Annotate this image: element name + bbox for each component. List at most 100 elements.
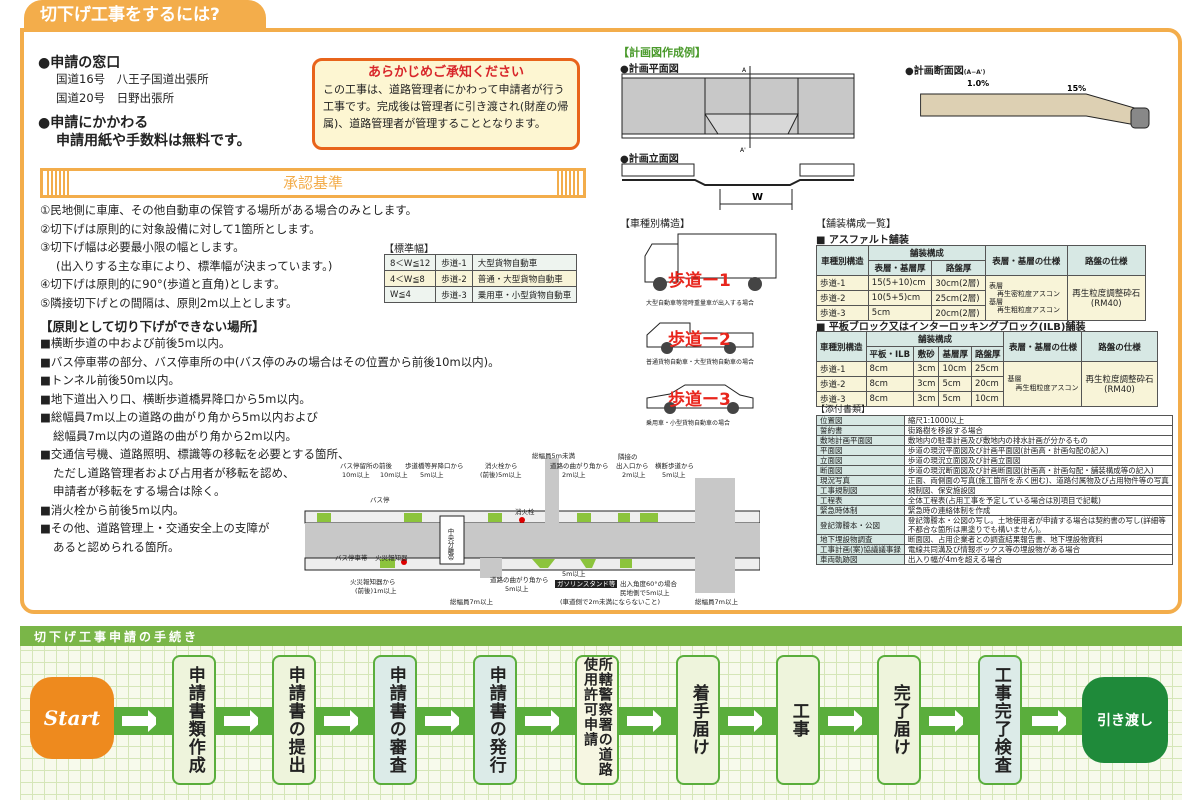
road-label: 道路の曲がり角から [550, 462, 609, 470]
prohibited-item: ■地下道出入り口、横断歩道橋昇降口から5m以内。 [40, 391, 311, 406]
road-label: 10m以上 [342, 471, 370, 479]
road-label: 中央分離帯 [446, 528, 454, 561]
arrow-right-icon [828, 710, 862, 732]
attachment-row: 立面図歩道の現況立面図及び計画立面図 [816, 455, 1173, 466]
svg-text:A: A [742, 67, 747, 74]
road-label: 消火栓 [515, 508, 535, 516]
handover-badge: 引き渡し [1082, 677, 1168, 763]
attachment-row: 車両軌跡図出入り幅が4mを超える場合 [816, 554, 1173, 565]
road-label: バス停車帯 [335, 554, 368, 562]
vehicle-tag-1: 歩道ー1 [668, 271, 731, 291]
road-label: 5m以上 [505, 585, 529, 593]
arrow-right-icon [224, 710, 258, 732]
vehicle-caption-1: 大型自動車等常時重量車が出入する場合 [646, 300, 755, 307]
procedure-title: 切下げ工事申請の手続き [20, 626, 1182, 646]
prohibited-list: ■横断歩道の中および前後5m以内。 ■バス停車帯の部分、バス停車所の中(バス停のみ… [40, 334, 500, 556]
arrow-right-icon [728, 710, 762, 732]
standard-width-title: 【標準幅】 [384, 244, 434, 255]
criteria-item: ③切下げ幅は必要最小限の幅とします。 [40, 240, 245, 254]
attachment-row: 断面図歩道の現況断面図及び計画断面図(計画高・計画勾配・舗装構成等の記入) [816, 465, 1173, 476]
prohibited-item: ■バス停車帯の部分、バス停車所の中(バス停のみの場合はその位置から前後10m以内… [40, 354, 500, 369]
criteria-item: ⑤隣接切下げとの間隔は、原則2m以上とします。 [40, 295, 298, 310]
arrow-right-icon [627, 710, 661, 732]
attachment-row: 平面図歩道の現況平面図及び計画平面図(計画高・計画勾配の記入) [816, 445, 1173, 456]
attachment-row: 登記簿謄本・公図登記簿謄本・公図の写し。土地使用者が申請する場合は契約書の写し(… [816, 515, 1173, 535]
road-label: 2m以上 [622, 471, 646, 479]
elevation-view-label: ●計画立面図 [620, 154, 679, 165]
prohibited-item: ■横断歩道の中および前後5m以内。 [40, 336, 231, 350]
criteria-item: ④切下げは原則的に90°(歩道と直角)とします。 [40, 277, 286, 291]
road-label: (車道側で2m未満にならないこと) [560, 598, 661, 606]
road-label: バス停 [370, 496, 390, 504]
plan-view-diagram: A A' [621, 66, 855, 154]
prohibited-item: 総幅員7m以内の道路の曲がり角から2m以内。 [53, 428, 298, 443]
attachment-row: 現況写真正面、両側面の写真(施工箇所を赤く囲む)、道路付属物及び占用物件等の写真 [816, 475, 1173, 486]
attachments-title: 【添付書類】 [816, 405, 871, 415]
attachment-row: 工程表全体工程表(占用工事を予定している場合は別項目で記載) [816, 495, 1173, 506]
road-label: 5m以上 [420, 471, 444, 479]
road-label: 横断歩道から [655, 462, 694, 470]
attachment-row: 工事規制図規制図、保安施設図 [816, 485, 1173, 496]
prohibited-item: ■交通信号機、道路照明、標識等の移転を必要とする箇所、 [40, 447, 350, 461]
vehicle-tag-3: 歩道ー3 [668, 390, 731, 410]
procedure-step: 着手届け [676, 655, 720, 785]
road-label: 10m以上 [380, 471, 408, 479]
car-icon [646, 384, 754, 414]
prohibited-item: ■総幅員7m以上の道路の曲がり角から5m以内および [40, 410, 318, 424]
procedure-step: 申請書類作成 [172, 655, 216, 785]
prohibited-item: ■その他、道路管理上・交通安全上の支障が [40, 521, 270, 535]
elevation-view-diagram: W [621, 163, 855, 210]
road-label: 総幅員7m以上 [450, 598, 493, 606]
svg-text:15%: 15% [1067, 84, 1086, 93]
road-label: 火災報知器から [350, 578, 396, 586]
road-label: (前後)1m以上 [355, 587, 397, 595]
svg-text:W: W [752, 192, 763, 203]
criteria-band: 承認基準 [40, 168, 586, 198]
procedure-step: 所轄警察署の道路使用許可申請 [575, 655, 619, 785]
prohibited-item: ■トンネル前後50m以内。 [40, 373, 180, 387]
road-label: 総幅員7m以上 [695, 598, 738, 606]
prohibited-item: あると認められる箇所。 [53, 539, 180, 554]
attachment-row: 工事計画(案)協議議事録電線共同溝及び情報ボックス等の埋設物がある場合 [816, 544, 1173, 555]
svg-text:A': A' [740, 147, 746, 154]
criteria-item: ②切下げは原則的に対象設備に対して1箇所とします。 [40, 221, 321, 236]
road-label: ガソリンスタンド等 [555, 580, 618, 588]
procedure-step: 工事 [776, 655, 820, 785]
arrow-right-icon [525, 710, 559, 732]
section-view-label: ●計画断面図(A−A') [905, 66, 986, 77]
attachment-row: 位置図縮尺1:1000以上 [816, 415, 1173, 426]
vehicle-caption-2: 普通貨物自動車・大型貨物自動車の場合 [646, 359, 755, 366]
attachments-table: 位置図縮尺1:1000以上誓約書街路樹を移設する場合敷地計画平面図敷地内の駐車計… [816, 415, 1173, 565]
road-label: 5m以上 [662, 471, 686, 479]
notice-box: あらかじめご承知ください この工事は、道路管理者にかわって申請者が行う工事です。… [312, 58, 580, 150]
attachment-row: 誓約書街路樹を移設する場合 [816, 425, 1173, 436]
vehicle-caption-3: 乗用車・小型貨物自動車の場合 [646, 420, 731, 427]
attachment-row: 地下埋設物調査断面図、占用企業者との調査結果報告書、地下埋設物資料 [816, 534, 1173, 545]
arrow-right-icon [929, 710, 963, 732]
plan-view-label: ●計画平面図 [620, 64, 679, 75]
road-label: 歩道橋等昇降口から [405, 462, 464, 470]
small-truck-icon [646, 322, 754, 354]
procedure-step: 完了届け [877, 655, 921, 785]
prohibited-item: ■消火栓から前後5m以内。 [40, 502, 185, 517]
arrow-right-icon [324, 710, 358, 732]
road-label: 隣接の [618, 453, 638, 461]
vehicle-tag-2: 歩道ー2 [668, 330, 731, 350]
procedure-step: 申請書の審査 [373, 655, 417, 785]
start-badge: Start [30, 677, 114, 759]
asphalt-title: ■ アスファルト舗装 [816, 235, 909, 246]
pavement-title: 【舗装構成一覧】 [816, 219, 896, 230]
road-label: 民地側で5m以上 [620, 589, 670, 597]
attachment-row: 敷地計画平面図敷地内の駐車計画及び敷地内の排水計画が分かるもの [816, 435, 1173, 446]
prohibited-item: 申請者が移転をする場合は除く。 [53, 484, 226, 498]
arrow-right-icon [425, 710, 459, 732]
prohibited-item: ただし道路管理者および占用者が移転を認め、 [53, 465, 295, 480]
procedure-step: 申請書の発行 [473, 655, 517, 785]
criteria-title: 承認基準 [282, 174, 343, 192]
criteria-item: (出入りする主な車により、標準幅が決まっています。) [56, 258, 333, 273]
arrow-right-icon [122, 710, 156, 732]
